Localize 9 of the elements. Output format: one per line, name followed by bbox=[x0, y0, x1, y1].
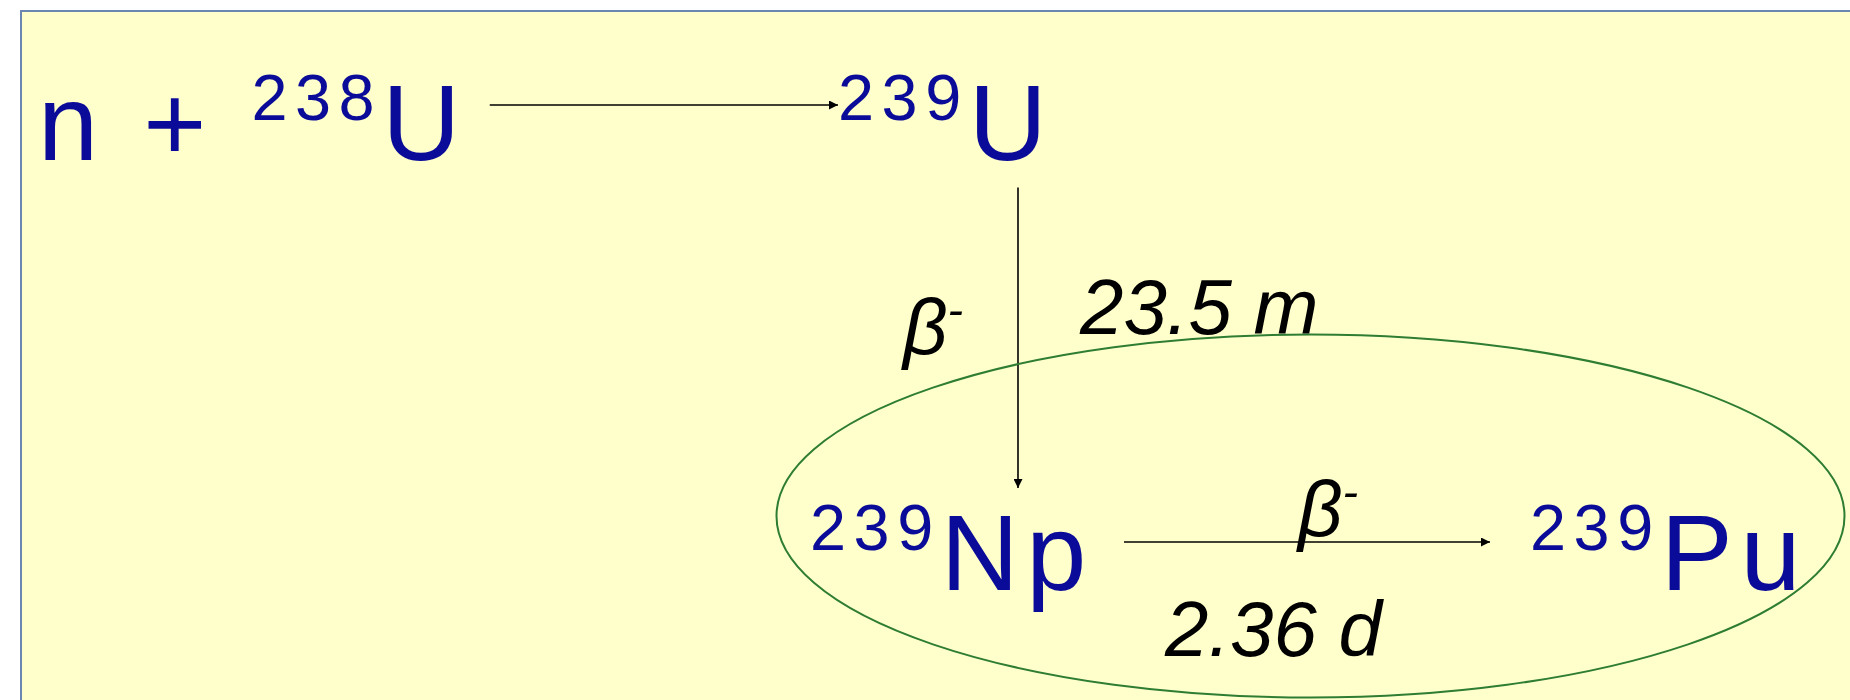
half-life-label: 2.36 d bbox=[1165, 590, 1382, 668]
arrow bbox=[488, 100, 839, 110]
nuclide-label: n + $^{238}$U bbox=[38, 59, 468, 185]
half-life-label: 23.5 m bbox=[1080, 268, 1319, 346]
arrow bbox=[1123, 537, 1491, 547]
nuclide-label: $^{239}$Pu bbox=[1530, 489, 1809, 615]
arrow bbox=[1013, 186, 1023, 489]
nuclide-label: $^{239}$Np bbox=[810, 489, 1094, 615]
nuclide-label: $^{239}$U bbox=[838, 59, 1055, 185]
